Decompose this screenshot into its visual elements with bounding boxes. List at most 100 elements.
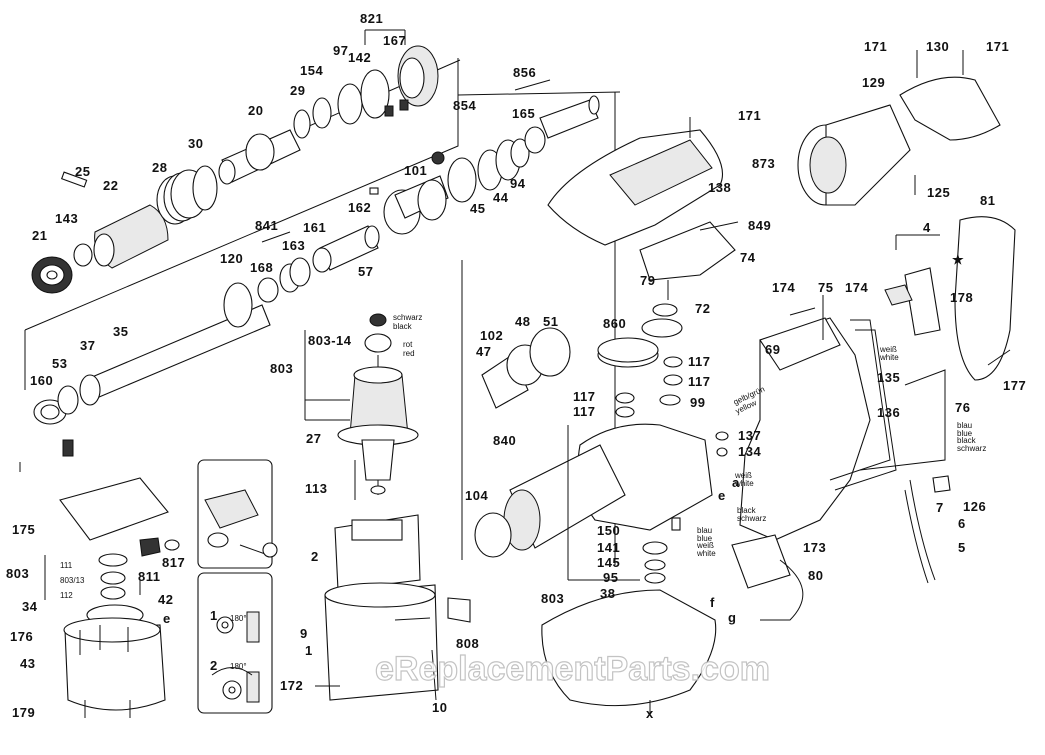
label-138: 138 xyxy=(708,180,731,195)
label-134: 134 xyxy=(738,444,761,459)
shaft-assembly xyxy=(33,79,600,457)
label-37: 37 xyxy=(80,338,95,353)
label-deg2: 180° xyxy=(230,662,247,671)
label-99: 99 xyxy=(690,395,705,410)
wire-label-black-2: black xyxy=(737,506,757,515)
motor-assembly xyxy=(304,313,471,701)
label-873: 873 xyxy=(752,156,775,171)
gear-housing-assembly xyxy=(474,117,739,715)
label-7: 7 xyxy=(936,500,944,515)
label-178: 178 xyxy=(950,290,973,305)
label-817: 817 xyxy=(162,555,185,570)
label-e2: e xyxy=(718,488,726,503)
label-102: 102 xyxy=(480,328,503,343)
label-171c: 171 xyxy=(986,39,1009,54)
label-143: 143 xyxy=(55,211,78,226)
rotate-arrow-icon xyxy=(211,611,260,703)
wire-label-blue-1: blue xyxy=(957,429,973,438)
label-75: 75 xyxy=(818,280,833,295)
wire-label-schwarz: schwarz xyxy=(393,313,422,322)
label-47: 47 xyxy=(476,344,491,359)
label-star: ★ xyxy=(952,252,964,267)
label-a: a xyxy=(732,475,740,490)
rear-handle-assembly xyxy=(731,295,1011,621)
wire-label-rot: rot xyxy=(403,340,413,349)
label-f: f xyxy=(710,595,715,610)
label-34: 34 xyxy=(22,599,38,614)
label-163: 163 xyxy=(282,238,305,253)
label-803c: 803 xyxy=(541,591,564,606)
wire-label-black-1: black xyxy=(957,436,977,445)
wire-label-schwarz-1: schwarz xyxy=(957,444,986,453)
label-113: 113 xyxy=(305,481,327,496)
label-104: 104 xyxy=(465,488,488,503)
wire-label-weiss-2: weiß xyxy=(734,471,752,480)
label-20: 20 xyxy=(248,103,263,118)
label-117b: 117 xyxy=(688,374,710,389)
label-129: 129 xyxy=(862,75,885,90)
label-97: 97 xyxy=(333,43,348,58)
label-142: 142 xyxy=(348,50,371,65)
label-6: 6 xyxy=(958,516,966,531)
label-150: 150 xyxy=(597,523,620,538)
label-1: 1 xyxy=(305,643,313,658)
label-4: 4 xyxy=(923,220,931,235)
label-154: 154 xyxy=(300,63,323,78)
label-57: 57 xyxy=(358,264,373,279)
label-5: 5 xyxy=(958,540,966,555)
label-179: 179 xyxy=(12,705,35,720)
label-81: 81 xyxy=(980,193,995,208)
part-labels: 821 167 97 142 154 29 20 30 28 25 22 143… xyxy=(6,11,1026,721)
wire-label-white-3: white xyxy=(696,549,716,558)
label-174b: 174 xyxy=(845,280,868,295)
label-112: 112 xyxy=(60,591,73,600)
side-handle-assembly xyxy=(797,50,1016,381)
label-808: 808 xyxy=(456,636,479,651)
label-160: 160 xyxy=(30,373,53,388)
label-141: 141 xyxy=(597,540,620,555)
label-44: 44 xyxy=(493,190,509,205)
label-76: 76 xyxy=(955,400,970,415)
label-117c: 117 xyxy=(573,389,595,404)
label-step1: 1 xyxy=(210,608,218,623)
label-27: 27 xyxy=(306,431,321,446)
label-173: 173 xyxy=(803,540,826,555)
label-803-13: 803/13 xyxy=(60,576,85,585)
label-9: 9 xyxy=(300,626,308,641)
label-811: 811 xyxy=(138,569,160,584)
label-126: 126 xyxy=(963,499,986,514)
label-22: 22 xyxy=(103,178,118,193)
wire-label-blau-1: blau xyxy=(957,421,972,430)
label-117a: 117 xyxy=(688,354,710,369)
label-162: 162 xyxy=(348,200,371,215)
label-48: 48 xyxy=(515,314,530,329)
label-175: 175 xyxy=(12,522,35,537)
label-38: 38 xyxy=(600,586,615,601)
label-111: 111 xyxy=(60,561,73,570)
label-171b: 171 xyxy=(864,39,887,54)
wire-label-white-1: white xyxy=(879,353,899,362)
label-117d: 117 xyxy=(573,404,595,419)
label-841: 841 xyxy=(255,218,278,233)
label-51: 51 xyxy=(543,314,558,329)
label-42: 42 xyxy=(158,592,173,607)
watermark: eReplacementParts.com xyxy=(375,650,770,688)
label-840: 840 xyxy=(493,433,516,448)
label-35: 35 xyxy=(113,324,128,339)
label-21: 21 xyxy=(32,228,47,243)
label-30: 30 xyxy=(188,136,203,151)
label-10: 10 xyxy=(432,700,447,715)
label-95: 95 xyxy=(603,570,618,585)
wire-label-blue-2: blue xyxy=(697,534,713,543)
wire-label-schwarz-2: schwarz xyxy=(737,514,766,523)
label-137: 137 xyxy=(738,428,761,443)
label-80: 80 xyxy=(808,568,823,583)
label-854: 854 xyxy=(453,98,476,113)
wire-label-red: red xyxy=(403,349,415,358)
label-145: 145 xyxy=(597,555,620,570)
label-168: 168 xyxy=(250,260,273,275)
wire-label-weiss-3: weiß xyxy=(696,541,714,550)
label-72: 72 xyxy=(695,301,710,316)
